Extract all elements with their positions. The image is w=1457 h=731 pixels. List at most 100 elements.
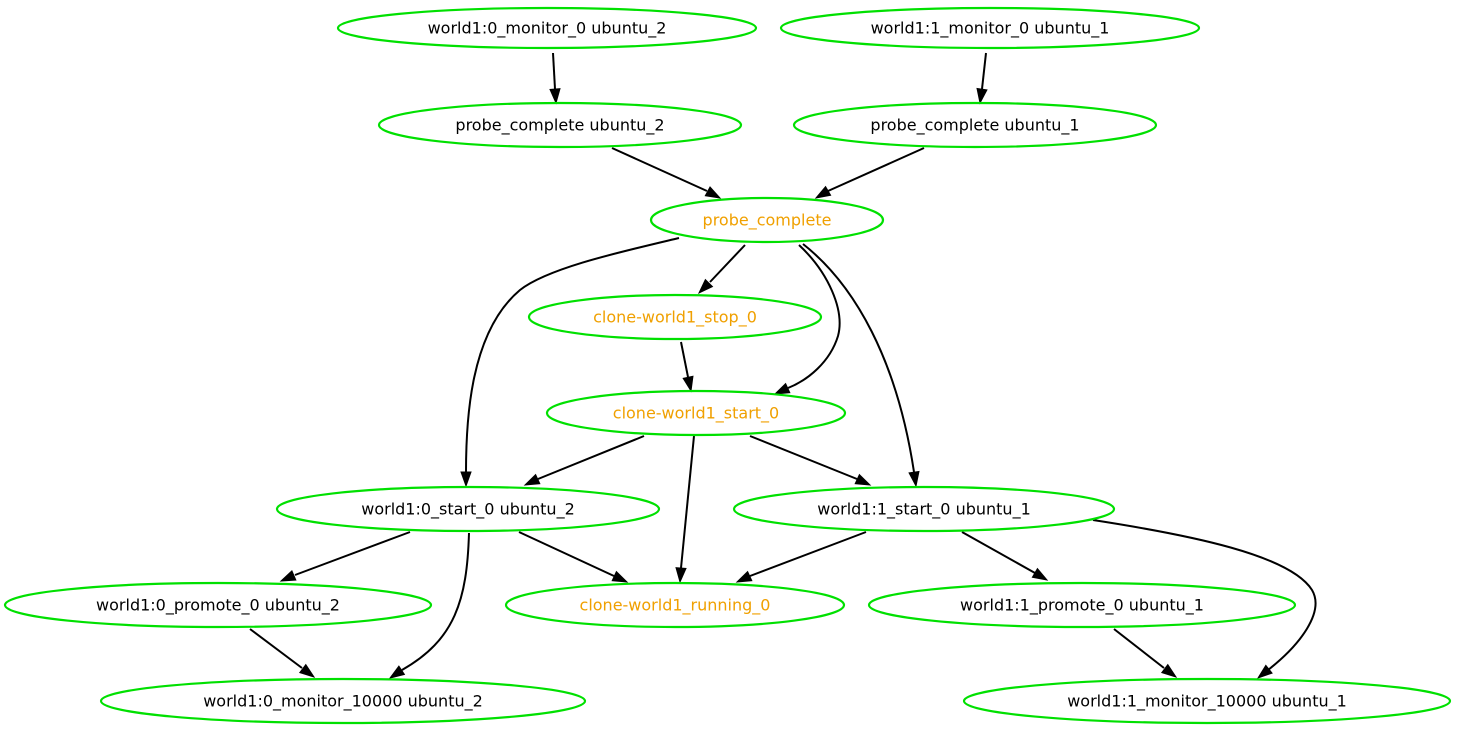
edge-probe-to-clone_stop xyxy=(697,244,746,295)
arrowhead-icon xyxy=(735,570,753,583)
node-w11-mon10000[interactable]: world1:1_monitor_10000 ubuntu_1 xyxy=(962,677,1452,725)
node-w11-mon0[interactable]: world1:1_monitor_0 ubuntu_1 xyxy=(779,6,1201,50)
arrowhead-icon xyxy=(549,88,561,105)
node-w10-start[interactable]: world1:0_start_0 ubuntu_2 xyxy=(275,485,661,533)
node-ellipse xyxy=(3,581,433,629)
edge-clone_start-to-w11_start xyxy=(749,435,872,486)
node-label: probe_complete ubuntu_2 xyxy=(455,116,664,136)
edge-w10_start-to-w10_promote xyxy=(279,531,411,582)
node-w10-promote[interactable]: world1:0_promote_0 ubuntu_2 xyxy=(3,581,433,629)
node-ellipse xyxy=(336,6,758,50)
node-ellipse xyxy=(792,101,1158,149)
edge-w10_promote-to-w10_mon10000 xyxy=(249,628,316,678)
edge-clone_start-to-w10_start xyxy=(523,435,645,486)
node-label: probe_complete xyxy=(703,211,832,231)
edge-probe-to-w10_start xyxy=(460,237,680,488)
edge-line xyxy=(249,628,303,669)
edge-line xyxy=(802,243,915,473)
edge-line xyxy=(294,531,411,576)
edge-clone_stop-to-clone_start xyxy=(680,341,694,393)
node-w11-promote[interactable]: world1:1_promote_0 ubuntu_1 xyxy=(867,581,1297,629)
edge-w10_start-to-w10_mon10000 xyxy=(388,532,470,679)
edge-line xyxy=(749,435,858,480)
edges-layer xyxy=(249,52,1317,679)
node-ellipse xyxy=(377,101,743,149)
edge-probe_u2-to-probe xyxy=(611,147,722,199)
arrowhead-icon xyxy=(976,87,988,105)
arrowhead-icon xyxy=(773,382,791,395)
edge-line xyxy=(1092,519,1317,671)
node-ellipse xyxy=(275,485,661,533)
arrowhead-icon xyxy=(1031,567,1049,581)
node-ellipse xyxy=(732,485,1116,533)
node-w10-mon10000[interactable]: world1:0_monitor_10000 ubuntu_2 xyxy=(99,677,587,725)
edge-line xyxy=(981,52,987,90)
edge-line xyxy=(961,531,1036,574)
node-label: world1:1_start_0 ubuntu_1 xyxy=(817,500,1031,520)
edge-w11_start-to-clone_running xyxy=(735,531,867,583)
edge-line xyxy=(827,147,925,192)
edge-line xyxy=(465,237,680,473)
node-label: world1:0_monitor_0 ubuntu_2 xyxy=(428,19,667,39)
edge-line xyxy=(680,341,689,378)
arrowhead-icon xyxy=(460,471,472,488)
arrowhead-icon xyxy=(1256,664,1273,679)
node-w11-start[interactable]: world1:1_start_0 ubuntu_1 xyxy=(732,485,1116,533)
arrowhead-icon xyxy=(704,186,722,199)
node-probe[interactable]: probe_complete xyxy=(649,196,885,244)
node-clone-start[interactable]: clone-world1_start_0 xyxy=(545,389,847,437)
edge-w11_start-to-w11_mon10000 xyxy=(1092,519,1317,679)
node-clone-running[interactable]: clone-world1_running_0 xyxy=(504,581,846,629)
arrowhead-icon xyxy=(611,570,629,583)
node-ellipse xyxy=(649,196,885,244)
edge-w11_start-to-w11_promote xyxy=(961,531,1049,581)
node-ellipse xyxy=(99,677,587,725)
edge-line xyxy=(537,435,645,480)
node-probe-u1[interactable]: probe_complete ubuntu_1 xyxy=(792,101,1158,149)
arrowhead-icon xyxy=(854,473,872,486)
edge-clone_start-to-clone_running xyxy=(675,435,695,584)
node-label: world1:1_monitor_10000 ubuntu_1 xyxy=(1067,692,1347,712)
nodes-layer: world1:0_monitor_0 ubuntu_2 world1:1_moni… xyxy=(3,6,1452,725)
arrowhead-icon xyxy=(1160,663,1178,678)
arrowhead-icon xyxy=(523,473,541,486)
edge-w11_promote-to-w11_mon10000 xyxy=(1113,628,1178,678)
node-ellipse xyxy=(867,581,1297,629)
edge-line xyxy=(518,531,615,577)
edge-line xyxy=(787,244,841,389)
arrowhead-icon xyxy=(675,567,687,584)
edge-w11_mon0-to-probe_u1 xyxy=(976,52,988,105)
node-probe-u2[interactable]: probe_complete ubuntu_2 xyxy=(377,101,743,149)
edge-line xyxy=(401,532,470,671)
edge-line xyxy=(1113,628,1165,669)
edge-w10_mon0-to-probe_u2 xyxy=(549,52,561,105)
edge-line xyxy=(611,147,708,192)
arrowhead-icon xyxy=(279,570,297,582)
edge-line xyxy=(709,244,746,283)
node-label: world1:0_monitor_10000 ubuntu_2 xyxy=(203,692,483,712)
node-ellipse xyxy=(545,389,847,437)
edge-line xyxy=(680,435,695,569)
node-label: world1:1_monitor_0 ubuntu_1 xyxy=(871,19,1110,39)
node-label: probe_complete ubuntu_1 xyxy=(870,116,1079,136)
node-label: world1:0_promote_0 ubuntu_2 xyxy=(96,596,340,616)
edge-w10_start-to-clone_running xyxy=(518,531,629,583)
node-clone-stop[interactable]: clone-world1_stop_0 xyxy=(527,293,823,341)
arrowhead-icon xyxy=(814,185,832,199)
node-ellipse xyxy=(504,581,846,629)
arrowhead-icon xyxy=(908,470,920,488)
edge-probe_u1-to-probe xyxy=(814,147,925,199)
edge-line xyxy=(552,52,556,90)
node-ellipse xyxy=(527,293,823,341)
node-w10-mon0[interactable]: world1:0_monitor_0 ubuntu_2 xyxy=(336,6,758,50)
arrowhead-icon xyxy=(682,375,694,393)
node-label: world1:1_promote_0 ubuntu_1 xyxy=(960,596,1204,616)
node-label: clone-world1_stop_0 xyxy=(593,308,757,328)
node-label: clone-world1_start_0 xyxy=(613,404,779,424)
edge-line xyxy=(749,531,867,577)
edge-probe-to-clone_start xyxy=(773,244,841,395)
arrowhead-icon xyxy=(697,278,714,295)
node-ellipse xyxy=(779,6,1201,50)
node-label: world1:0_start_0 ubuntu_2 xyxy=(361,500,575,520)
